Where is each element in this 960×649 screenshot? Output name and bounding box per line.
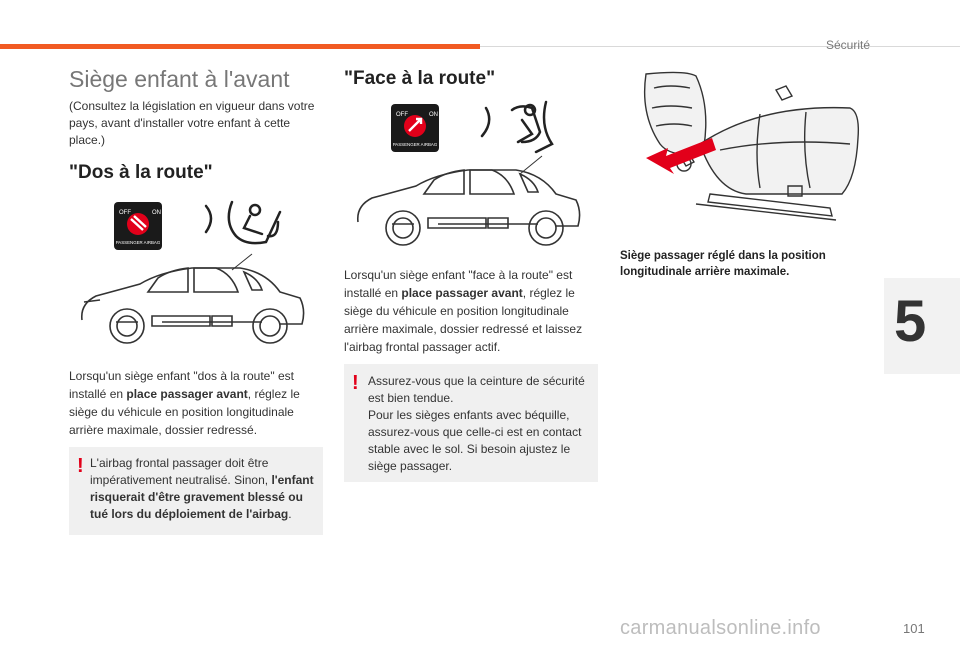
svg-text:ON: ON bbox=[429, 112, 438, 118]
forward-facing-heading: "Face à la route" bbox=[344, 68, 496, 89]
svg-text:PASSENGER AIRBAG: PASSENGER AIRBAG bbox=[393, 142, 438, 147]
intro-text: (Consultez la législation en vigueur dan… bbox=[69, 99, 315, 147]
rear-facing-warning-text: L'airbag frontal passager doit être impé… bbox=[90, 456, 314, 521]
forward-facing-warning: ! Assurez-vous que la ceinture de sécuri… bbox=[344, 364, 598, 482]
forward-facing-text: Lorsqu'un siège enfant "face à la route"… bbox=[344, 268, 583, 354]
airbag-off-icon: OFF ON PASSENGER AIRBAG bbox=[114, 202, 162, 250]
car-side-forward-facing bbox=[356, 169, 581, 246]
rear-facing-illustration: OFF ON PASSENGER AIRBAG bbox=[80, 200, 305, 344]
warning-line: Assurez-vous que la ceinture de sécurité… bbox=[368, 374, 585, 405]
forward-facing-illustration: OFF ON PASSENGER AIRBAG bbox=[356, 100, 581, 246]
rear-facing-heading: "Dos à la route" bbox=[69, 162, 213, 183]
warning-line: Pour les sièges enfants avec béquille, a… bbox=[368, 408, 582, 473]
car-side-rear-facing bbox=[80, 267, 305, 344]
airbag-on-icon: OFF ON PASSENGER AIRBAG bbox=[391, 104, 439, 152]
seat-caption: Siège passager réglé dans la position lo… bbox=[620, 250, 826, 278]
top-accent-bar bbox=[0, 44, 480, 49]
chapter-number: 5 bbox=[894, 289, 927, 354]
svg-text:OFF: OFF bbox=[119, 210, 131, 216]
svg-text:ON: ON bbox=[152, 210, 161, 216]
chapter-tab bbox=[884, 278, 960, 374]
watermark: carmanualsonline.info bbox=[620, 617, 821, 639]
rear-facing-text: Lorsqu'un siège enfant "dos à la route" … bbox=[69, 369, 300, 437]
seat-direction-arrow-icon bbox=[646, 138, 716, 174]
svg-text:PASSENGER AIRBAG: PASSENGER AIRBAG bbox=[116, 240, 161, 245]
warning-icon: ! bbox=[352, 372, 359, 394]
warning-icon: ! bbox=[77, 455, 84, 477]
rear-facing-warning: ! L'airbag frontal passager doit être im… bbox=[69, 447, 323, 535]
svg-text:OFF: OFF bbox=[396, 112, 408, 118]
section-title: Sécurité bbox=[826, 38, 871, 52]
passenger-seat-illustration bbox=[643, 71, 860, 221]
forward-facing-warning-text: Assurez-vous que la ceinture de sécurité… bbox=[368, 373, 594, 475]
page-title: Siège enfant à l'avant bbox=[69, 66, 290, 92]
top-divider bbox=[480, 46, 960, 47]
rear-facing-child-seat-icon bbox=[204, 200, 282, 245]
page-number: 101 bbox=[903, 621, 925, 636]
forward-facing-child-seat-icon bbox=[480, 100, 554, 154]
